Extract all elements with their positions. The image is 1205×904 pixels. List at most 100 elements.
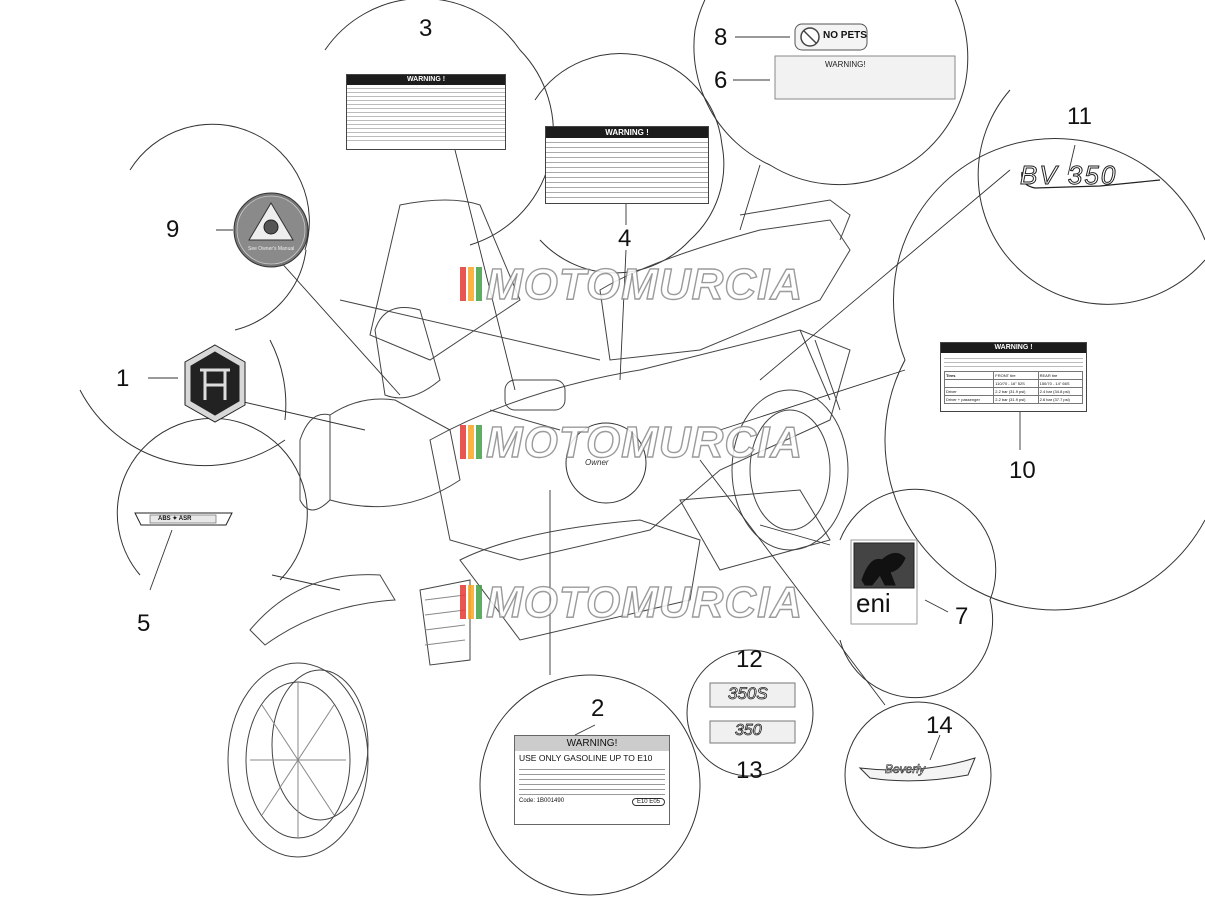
tire-label-text [944,355,1083,369]
warning-heading: WARNING ! [546,127,708,138]
leader-14b [699,459,886,706]
engine [679,489,831,571]
leader-14a [929,734,941,761]
warning-label-3: WARNING ! [346,74,506,150]
warning-6-strip [774,55,956,100]
circle-9 [129,123,310,251]
leader-11a [1067,144,1076,176]
watermark-bars [460,262,484,312]
part-number-13: 13 [736,757,763,784]
circle-9b [234,249,307,331]
table-cell: REAR tire [1037,371,1084,380]
leader-7a [924,599,949,613]
model-350-text: 350 [735,722,762,740]
part-number-7: 7 [955,603,969,630]
leader-9b [269,249,401,396]
leader-2a [574,724,596,736]
table-cell: FRONT tire [993,371,1039,380]
body-panel [429,329,851,561]
bv350-logo-underline [1021,171,1161,189]
floorboard [459,519,701,641]
circle-2 [479,674,701,896]
no-pets-text: NO PETS [823,30,867,41]
part-number-1: 1 [116,365,130,392]
watermark-2: MOTOMURCIA [460,417,803,470]
front-shield [329,398,461,508]
circle-5 [116,417,308,581]
circle-14 [844,701,992,849]
radiator-grille [419,579,471,666]
part-number-2: 2 [591,695,605,722]
table-cell: 2.2 bar (31.9 psi) [993,387,1039,396]
part-number-10: 10 [1009,457,1036,484]
windscreen [369,199,521,361]
table-cell: 110/70 - 16" 52S [993,379,1039,388]
part-number-6: 6 [714,67,728,94]
fuel-warning-text: USE ONLY GASOLINE UP TO E10 [519,753,653,763]
leader-1b [234,399,366,431]
fuel-label-footer: Code: 1B001490 E10 E05 [515,797,669,807]
watermark-bars [460,580,484,630]
eni-logo [850,539,918,625]
circle-12-13 [686,649,814,777]
part-number-8: 8 [714,24,728,51]
part-number-14: 14 [926,712,953,739]
warning-6-heading: WARNING! [825,60,866,69]
front-fender [249,574,396,646]
helmet-warning-sticker [233,192,309,268]
fuel-grades: E10 E05 [631,798,665,806]
leader-5a [149,529,173,591]
circle-owner [565,422,647,504]
fuel-warning-body [519,765,665,797]
leader-5b [271,574,341,591]
fuel-warning-label: WARNING! USE ONLY GASOLINE UP TO E10 Cod… [514,735,670,825]
eni-text: eni [856,588,891,618]
circle-1 [79,389,286,467]
table-cell: Tires [943,371,995,380]
table-cell: 2.2 bar (31.9 psi) [993,395,1039,404]
table-cell: 2.4 bar (34.8 psi) [1037,387,1084,396]
warning-heading: WARNING! [515,736,669,751]
warning-heading: WARNING ! [347,75,505,85]
no-pets-sticker [794,23,868,51]
part-number-11: 11 [1067,103,1092,130]
leader-10b [719,369,906,431]
beverly-text: Beverly [885,762,926,777]
scooter-drawing [227,199,851,858]
table-row: Driver 2.2 bar (31.9 psi) 2.4 bar (34.8 … [943,387,1084,396]
part-number-3: 3 [419,15,433,42]
circle-6 [693,0,969,186]
handlebar [339,299,601,431]
fuel-code: Code: 1B001490 [519,798,565,804]
leader-7b [759,524,831,546]
rear-rack [739,199,851,241]
table-cell: Driver [943,387,995,396]
part-number-12: 12 [736,646,763,673]
leader-lines [148,36,1076,761]
brake-disc [271,669,369,821]
leader-6b [739,164,761,231]
warning-heading: WARNING ! [941,343,1086,353]
circle-7 [839,488,997,699]
watermark-1: MOTOMURCIA [460,259,803,312]
circle-11 [977,89,1205,305]
front-side [299,413,331,511]
tire-table: Tires FRONT tire REAR tire 110/70 - 16" … [943,371,1084,404]
tire-pressure-label: WARNING ! Tires FRONT tire REAR tire 110… [940,342,1087,412]
see-manual-text: See Owner's Manual [248,246,295,252]
watermark-bars [460,420,484,470]
headlight-mirror [374,307,441,399]
bv350-text: BV 350 [1019,160,1118,191]
circle-3 [324,0,554,246]
part-number-4: 4 [618,225,632,252]
model-decals [709,682,796,744]
grip [504,379,566,411]
warning-body-lines [347,85,505,144]
model-350s-text: 350S [728,684,768,704]
table-cell [943,379,995,388]
beverly-decal [858,757,976,782]
circle-1b [269,339,287,421]
abs-asr-text: ABS ✦ ASR [158,516,192,522]
table-cell: 2.6 bar (37.7 psi) [1037,395,1084,404]
